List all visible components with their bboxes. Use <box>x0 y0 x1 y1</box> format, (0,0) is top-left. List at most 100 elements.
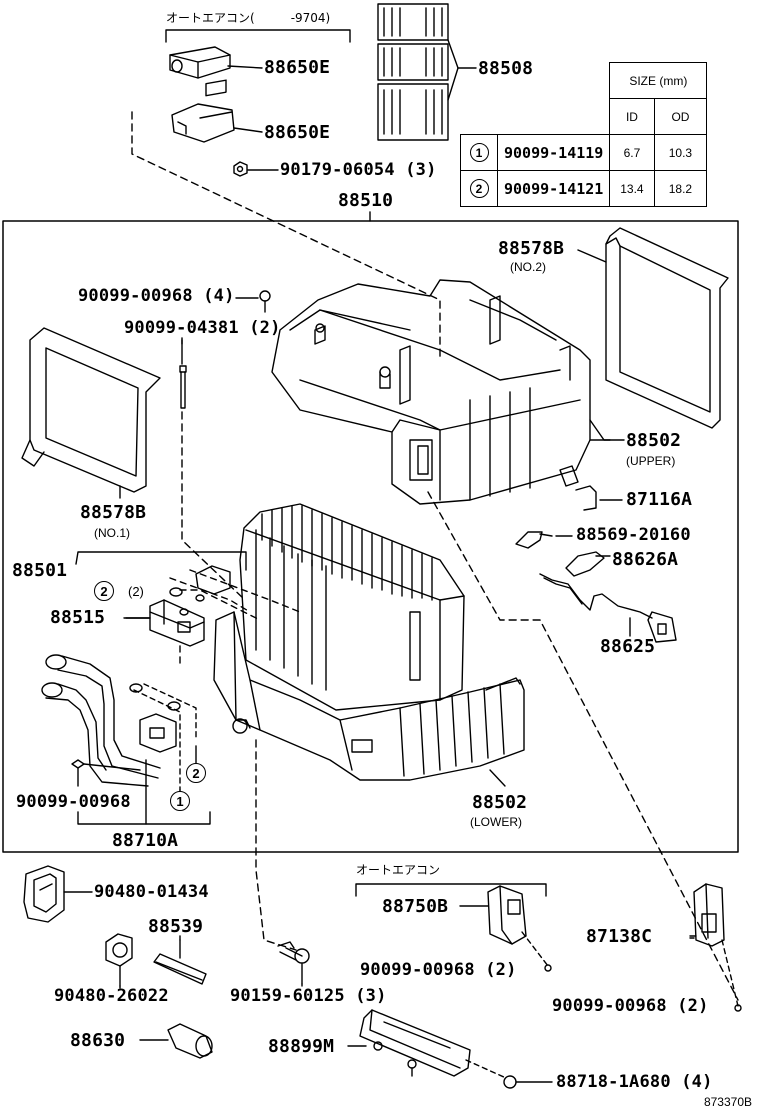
part-label-88569[interactable]: 88569-20160 <box>576 525 691 545</box>
part-sub-88578b-no1: (NO.1) <box>94 526 130 540</box>
part-label-87138c[interactable]: 87138C <box>586 926 653 947</box>
part-label-88650e-a[interactable]: 88650E <box>264 57 331 78</box>
circle-marker-2: 2 <box>186 763 206 783</box>
dash-pipe-2 <box>133 689 181 791</box>
bracket-88501 <box>75 551 247 571</box>
dash-upper-to-right <box>427 491 739 1001</box>
seal-88578b-no1-icon <box>21 327 161 493</box>
auto-ac-note-bottom: オートエアコン <box>356 863 441 877</box>
oring-small-2-icon <box>195 594 205 602</box>
dash-88650e <box>131 111 441 361</box>
circle-marker-1: 1 <box>170 791 190 811</box>
dash-oring-3 <box>189 569 301 613</box>
part-label-90099-00968-left[interactable]: 90099-00968 <box>16 792 131 812</box>
qty-2: (2) <box>128 584 144 599</box>
size-table-blank-2 <box>461 99 610 135</box>
sensor-88650e-icon <box>171 79 263 143</box>
dash-bolt <box>181 411 246 601</box>
oring-icon <box>169 587 183 597</box>
part-label-88510[interactable]: 88510 <box>338 190 394 211</box>
size-row-mark: 1 <box>460 134 498 171</box>
dash-oring-2 <box>169 577 251 613</box>
filter-88508-icon <box>377 3 477 141</box>
size-table-col-od: OD <box>653 98 708 135</box>
harness-88625-icon <box>539 573 677 643</box>
part-label-90159[interactable]: 90159-60125 (3) <box>230 986 387 1006</box>
part-label-90099-00968-2a[interactable]: 90099-00968 (2) <box>360 960 517 980</box>
part-label-88502-upper[interactable]: 88502 <box>626 430 682 451</box>
diagram-code: 873370B <box>703 1095 752 1109</box>
seal-88578b-no2-icon <box>577 227 729 429</box>
size-table-header: SIZE (mm) <box>609 62 708 99</box>
screw-90159-icon <box>277 941 310 985</box>
size-table-row: 2 90099-14121 13.4 18.2 <box>460 170 708 207</box>
part-label-88508[interactable]: 88508 <box>478 58 534 79</box>
part-label-90099-04381[interactable]: 90099-04381 (2) <box>124 318 281 338</box>
part-label-88626a[interactable]: 88626A <box>612 549 679 570</box>
dash-lower-to-screw <box>255 739 297 951</box>
auto-ac-note-top: オートエアコン( -9704) <box>166 12 330 24</box>
bolt-04381-icon <box>179 339 187 409</box>
part-88630-icon <box>139 1023 213 1059</box>
part-sub-88502-lower: (LOWER) <box>470 815 522 829</box>
dash-pipe-1 <box>143 683 197 741</box>
resistor-88750b-icon <box>459 885 527 945</box>
valve-88515-icon <box>123 599 205 647</box>
dash-87138c <box>721 939 739 1007</box>
part-label-88630[interactable]: 88630 <box>70 1030 126 1051</box>
part-label-88899m[interactable]: 88899M <box>268 1036 335 1057</box>
part-label-87116a[interactable]: 87116A <box>626 489 693 510</box>
part-label-88650e-b[interactable]: 88650E <box>264 122 331 143</box>
grommet-26022-icon <box>105 933 133 987</box>
part-label-88539[interactable]: 88539 <box>148 916 204 937</box>
amplifier-88650e-icon <box>169 46 263 79</box>
screw-88750b-icon <box>544 964 552 972</box>
size-row-id: 13.4 <box>609 170 655 207</box>
size-row-id: 6.7 <box>609 134 655 171</box>
evaporator-88501-icon <box>239 503 465 711</box>
part-label-90099-00968-4[interactable]: 90099-00968 (4) <box>78 286 235 306</box>
part-label-90480-01434[interactable]: 90480-01434 <box>94 882 209 902</box>
oring-pipe-b-icon <box>167 701 181 711</box>
duct-88899m-icon <box>347 1009 471 1077</box>
part-label-88515[interactable]: 88515 <box>50 607 106 628</box>
screw-top-icon <box>259 290 271 313</box>
clip-88718-icon <box>503 1075 553 1089</box>
auto-ac-note-top-text: オートエアコン( <box>166 11 255 25</box>
dash-88899m <box>465 1059 507 1079</box>
size-row-part: 90099-14119 <box>496 134 611 171</box>
part-label-88501[interactable]: 88501 <box>12 560 68 581</box>
auto-ac-note-top-range: -9704) <box>290 11 331 25</box>
dash-88750b <box>521 931 549 967</box>
size-table-col-id: ID <box>609 98 655 135</box>
case-lower-88502-icon <box>213 611 525 781</box>
oring-pipe-a-icon <box>129 683 143 693</box>
circle-marker-2: 2 <box>94 581 114 601</box>
size-table: SIZE (mm) ID OD 1 90099-14119 6.7 10.3 2… <box>460 62 708 207</box>
part-label-88578b-no2[interactable]: 88578B <box>498 238 565 259</box>
part-sub-88502-upper: (UPPER) <box>626 454 676 468</box>
part-label-88710a[interactable]: 88710A <box>112 830 179 851</box>
circle-marker-1: 1 <box>469 143 489 162</box>
part-label-88502-lower[interactable]: 88502 <box>472 792 528 813</box>
size-row-od: 18.2 <box>653 170 708 207</box>
part-label-88625[interactable]: 88625 <box>600 636 656 657</box>
auto-ac-bracket-bottom <box>355 883 547 897</box>
bracket-88710a <box>77 811 211 825</box>
part-label-88718[interactable]: 88718-1A680 (4) <box>556 1072 713 1092</box>
part-label-90480-26022[interactable]: 90480-26022 <box>54 986 169 1006</box>
case-upper-88502-icon <box>271 279 611 505</box>
part-label-90179[interactable]: 90179-06054 (3) <box>280 160 437 180</box>
dash-oring <box>179 589 261 621</box>
grommet-01434-icon <box>23 865 93 923</box>
clip-87116a-icon <box>575 485 623 511</box>
tube-88539-icon <box>153 939 207 985</box>
part-label-88750b[interactable]: 88750B <box>382 896 449 917</box>
pipes-88710a-icon <box>41 654 177 787</box>
part-label-90099-00968-2b[interactable]: 90099-00968 (2) <box>552 996 709 1016</box>
size-table-row: 1 90099-14119 6.7 10.3 <box>460 134 708 171</box>
part-label-88578b-no1[interactable]: 88578B <box>80 502 147 523</box>
size-row-mark: 2 <box>460 170 498 207</box>
circle-marker-2: 2 <box>469 179 489 198</box>
sensor-87138c-icon <box>689 883 725 947</box>
